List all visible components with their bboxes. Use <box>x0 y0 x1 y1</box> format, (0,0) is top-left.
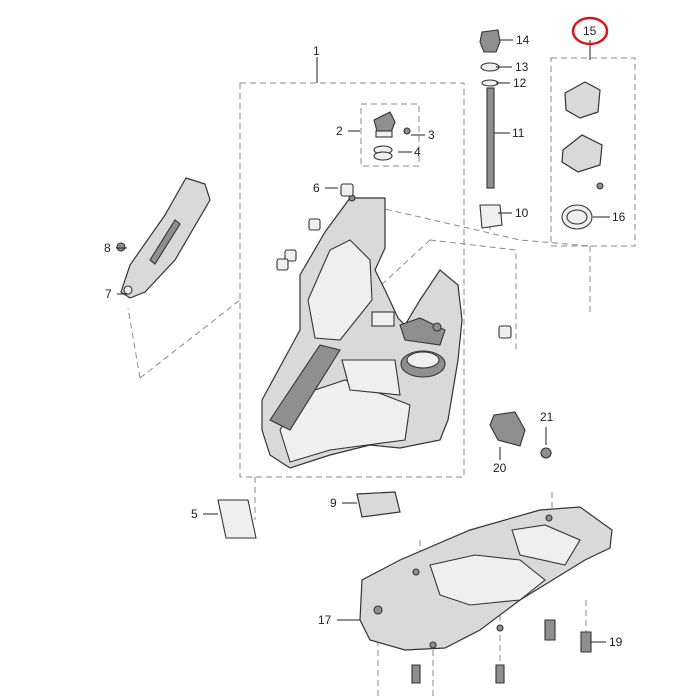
grommet <box>308 218 321 231</box>
vent-cap-assembly <box>373 111 411 161</box>
group-box-tank <box>239 82 465 478</box>
screw <box>411 664 421 684</box>
callout-5: 5 <box>191 507 198 521</box>
screw-19 <box>580 631 592 653</box>
callout-3: 3 <box>428 128 435 142</box>
callout-8: 8 <box>104 241 111 255</box>
callout-1: 1 <box>313 44 320 58</box>
spring-filter-parts <box>489 411 552 459</box>
grommet <box>276 258 289 271</box>
screw <box>495 664 505 684</box>
fuel-cap-parts <box>561 81 604 230</box>
bottom-cover-plate <box>359 506 613 651</box>
leader-lines <box>116 39 610 643</box>
callout-14: 14 <box>516 33 530 47</box>
callout-11: 11 <box>512 126 525 140</box>
fuel-pickup-assembly <box>479 29 503 229</box>
callout-4: 4 <box>414 145 421 159</box>
callout-2: 2 <box>336 124 343 138</box>
grommet <box>498 325 512 339</box>
grommet-6 <box>340 183 354 197</box>
callout-20: 20 <box>493 461 507 475</box>
callout-9: 9 <box>330 496 337 510</box>
callout-19: 19 <box>609 635 623 649</box>
throttle-handle <box>116 177 211 299</box>
callout-16: 16 <box>612 210 626 224</box>
callout-17: 17 <box>318 613 332 627</box>
highlight-circle-15 <box>571 16 609 46</box>
group-box-fuel-cap-15 <box>550 57 636 247</box>
dashed-leaders <box>127 206 591 700</box>
label-plate <box>217 499 257 539</box>
clip-part <box>356 491 401 518</box>
callout-6: 6 <box>313 181 320 195</box>
grommet <box>284 249 297 262</box>
fuel-tank-housing <box>261 194 463 469</box>
callout-7: 7 <box>105 287 112 301</box>
callout-12: 12 <box>513 76 527 90</box>
callout-13: 13 <box>515 60 529 74</box>
screw-19 <box>544 619 556 641</box>
callout-21: 21 <box>540 410 554 424</box>
callout-10: 10 <box>515 206 529 220</box>
callout-15: 15 <box>583 24 597 38</box>
